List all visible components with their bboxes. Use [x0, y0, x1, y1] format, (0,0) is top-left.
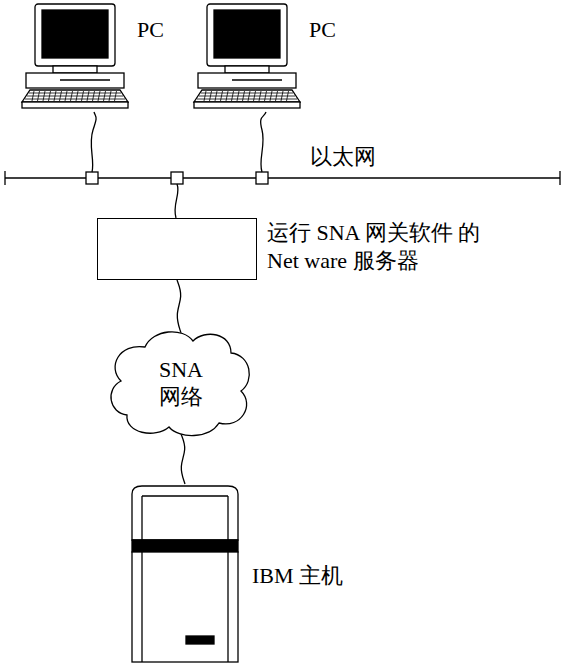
network-label: 以太网: [310, 143, 376, 171]
pc-cable: [91, 112, 96, 172]
pc-cable: [261, 112, 266, 172]
cloud-outline: [105, 325, 257, 440]
node-label: PC: [137, 16, 164, 44]
pc-icon: [192, 2, 302, 112]
gateway-server-box: 运行 SNA 网关软件 的 Net ware 服务器: [97, 218, 257, 280]
node-label: IBM 主机: [252, 562, 343, 590]
network-cloud: SNA 网络: [105, 325, 257, 440]
node-label: 运行 SNA 网关软件 的 Net ware 服务器: [267, 219, 499, 274]
network-link: [177, 280, 181, 333]
pc-computer: PC: [192, 2, 302, 112]
pc-icon: [20, 2, 130, 112]
server-cable: [175, 184, 178, 218]
ethernet-bus: [5, 112, 560, 218]
node-label: PC: [309, 16, 336, 44]
mainframe-icon: [128, 484, 242, 664]
network-link: [181, 434, 185, 484]
pc-computer: PC: [20, 2, 130, 112]
mainframe-host: IBM 主机: [128, 484, 242, 664]
node-label: SNA 网络: [146, 355, 216, 410]
